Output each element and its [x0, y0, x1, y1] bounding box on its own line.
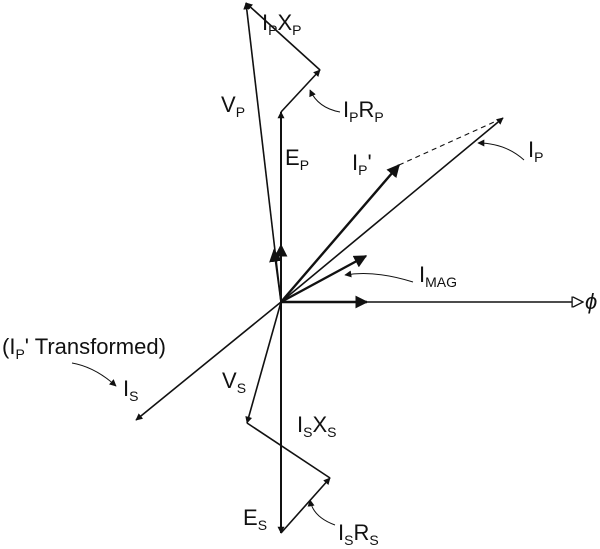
ip-completion-dashed	[398, 117, 504, 166]
ip-rp-pointer	[309, 89, 341, 113]
ip-prime-phasor	[280, 164, 400, 303]
is-label: IS	[123, 376, 138, 404]
ip-rp-label: IPRP	[343, 97, 384, 125]
ip-xp-label: IPXP	[262, 10, 302, 38]
vs-phasor	[245, 301, 282, 424]
vp-mid-arrow	[269, 248, 283, 303]
is-rs-phasor	[280, 477, 331, 534]
ip-phasor	[280, 117, 504, 303]
vs-label: VS	[222, 368, 246, 396]
ip-xp-phasor	[245, 2, 321, 71]
ip-pointer	[477, 139, 525, 161]
ip-rp-phasor	[280, 69, 321, 113]
ep-label: EP	[285, 145, 309, 173]
es-label: ES	[243, 505, 267, 533]
is-rs-pointer	[307, 499, 336, 526]
imag-pointer	[344, 270, 414, 283]
ip-prime-label: IP'	[352, 150, 372, 178]
transformed-pointer	[71, 362, 117, 387]
is-xs-label: ISXS	[297, 412, 337, 440]
imag-label: IMAG	[419, 262, 457, 290]
is-xs-phasor	[246, 422, 331, 479]
phi-label: ϕ	[585, 289, 597, 314]
vp-label: VP	[221, 92, 245, 120]
ip-label: IP	[528, 137, 543, 165]
imag-phasor	[280, 254, 368, 304]
is-phasor	[135, 301, 282, 421]
ip-transformed-label: (IP' Transformed)	[2, 334, 166, 362]
is-rs-label: ISRS	[338, 520, 379, 548]
